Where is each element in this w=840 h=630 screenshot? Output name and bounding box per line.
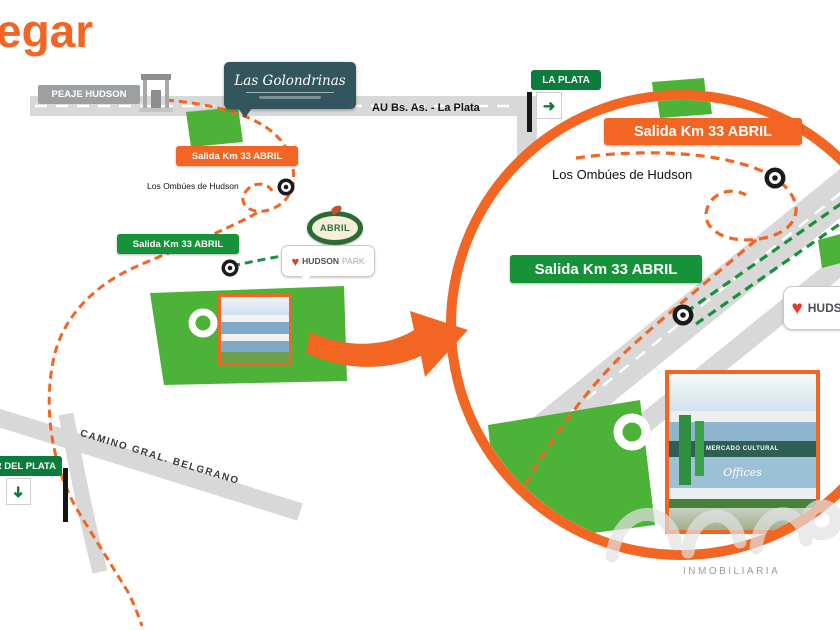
sign-pointer [238, 108, 252, 118]
building-photo-small [218, 294, 292, 366]
magnifier-circle: MERCADO CULTURAL Offices [446, 90, 840, 560]
hudson-park-logo: ♥ HUDSON PARK [281, 245, 375, 277]
zoom-salida-km33-green-badge: Salida Km 33 ABRIL [510, 255, 702, 283]
roundabout-marker [188, 308, 218, 338]
toll-booth-icon [139, 74, 173, 118]
abril-logo: ABRIL [307, 204, 363, 245]
sign-pole [63, 468, 68, 522]
abril-logo-text: ABRIL [312, 216, 358, 240]
green-parcel [818, 234, 840, 268]
divider [246, 91, 334, 93]
las-golondrinas-sign: Las Golondrinas [224, 62, 356, 109]
heart-icon: ♥ [791, 297, 803, 319]
la-plata-sign: LA PLATA [531, 70, 601, 90]
salida-km33-orange-badge: Salida Km 33 ABRIL [176, 146, 298, 166]
sign-pointer [300, 274, 312, 282]
orange-route-dashed [575, 151, 798, 242]
mar-del-plata-sign: MAR DEL PLATA [0, 456, 62, 476]
highway-label: AU Bs. As. - La Plata [372, 102, 480, 114]
heart-icon: ♥ [291, 253, 300, 269]
side-road [58, 412, 108, 574]
photo-hedge [669, 498, 816, 509]
orange-route-dashed [47, 211, 258, 627]
tagline-placeholder [259, 95, 321, 99]
watermark-text: INMOBILIARIA [683, 566, 781, 577]
photo-sign: Offices [723, 466, 762, 480]
zoom-salida-km33-orange-badge: Salida Km 33 ABRIL [604, 118, 802, 145]
photo-lawn [221, 352, 289, 363]
exit-marker [672, 304, 694, 326]
exit-marker [277, 178, 295, 196]
salida-km33-green-badge: Salida Km 33 ABRIL [117, 234, 239, 254]
zoom-highway-centerline [461, 191, 840, 501]
orange-route-dashed [501, 238, 758, 550]
exit-marker [764, 167, 786, 189]
green-route-dashed [695, 221, 840, 326]
green-parcel [186, 107, 243, 147]
right-arrow-icon: ➜ [536, 92, 562, 119]
sign-pole [527, 92, 532, 132]
zoom-los-ombues-label: Los Ombúes de Hudson [552, 167, 693, 182]
roundabout-marker [613, 413, 651, 451]
building-photo-large: MERCADO CULTURAL Offices [665, 370, 820, 534]
peaje-hudson-sign: PEAJE HUDSON [38, 85, 140, 104]
las-golondrinas-logo: Las Golondrinas [234, 72, 346, 89]
photo-sky [221, 297, 289, 316]
down-arrow-icon: ➜ [6, 478, 31, 505]
green-banner [679, 415, 691, 486]
exit-marker [221, 259, 239, 277]
photo-banner: MERCADO CULTURAL [669, 440, 816, 458]
page-title: egar [0, 5, 94, 57]
green-banner [695, 421, 704, 476]
photo-plaza [669, 508, 816, 530]
zoom-hudson-park-logo: ♥ HUDSON PARK [783, 286, 840, 330]
camino-belgrano-road [0, 408, 303, 521]
los-ombues-label: Los Ombúes de Hudson [147, 181, 239, 191]
green-parcel [657, 100, 712, 118]
photo-sky [669, 374, 816, 412]
